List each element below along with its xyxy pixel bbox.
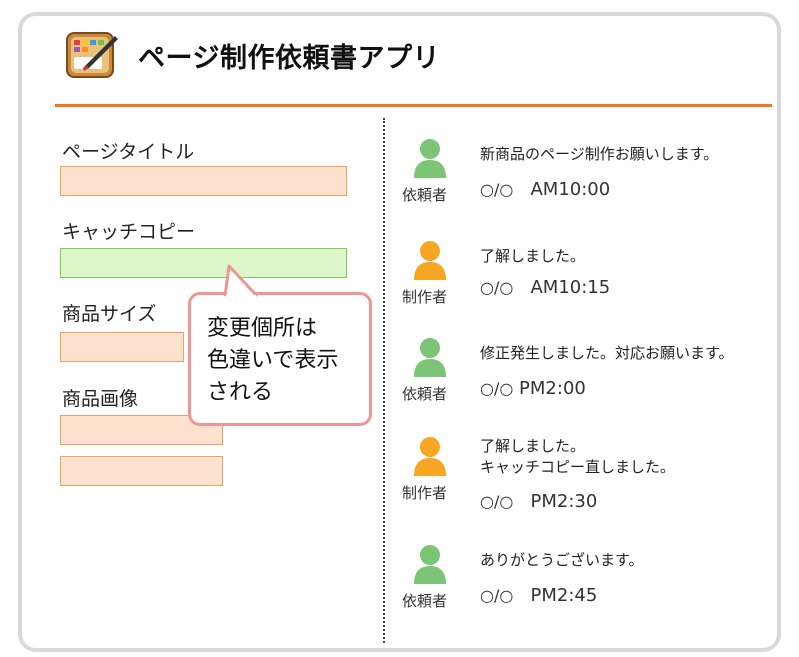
chat-message: 制作者 了解しました。 キャッチコピー直しました。 ○/○ PM2:30 (400, 436, 780, 531)
message-time: AM10:00 (530, 179, 611, 200)
message-timestamp: ○/○ AM10:15 (480, 277, 610, 298)
product-size-input[interactable] (60, 332, 184, 362)
message-role: 依頼者 (402, 592, 448, 610)
message-time: AM10:15 (530, 277, 611, 298)
message-line: 了解しました。 (480, 247, 586, 265)
catch-copy-input[interactable] (60, 248, 347, 278)
message-line: 了解しました。 (480, 437, 586, 455)
message-role: 制作者 (402, 484, 448, 502)
app-title: ページ制作依頼書アプリ (138, 43, 440, 74)
column-divider (383, 118, 385, 643)
creator-avatar-icon (414, 241, 446, 280)
message-date: ○/○ (480, 278, 514, 297)
product-image-input-2[interactable] (60, 456, 223, 486)
message-timestamp: ○/○ AM10:00 (480, 179, 610, 200)
callout-tail (223, 264, 259, 298)
message-date: ○/○ (480, 379, 514, 398)
app-header: ページ制作依頼書アプリ (50, 28, 770, 88)
callout-bubble: 変更個所は 色違いで表示 される (188, 292, 372, 426)
message-text: 了解しました。 キャッチコピー直しました。 (480, 436, 675, 478)
field-label-page-title: ページタイトル (62, 141, 195, 163)
message-date: ○/○ (480, 492, 514, 511)
message-role: 制作者 (402, 288, 448, 306)
message-date: ○/○ (480, 586, 514, 605)
requester-avatar-icon (414, 545, 446, 584)
creator-avatar-icon (414, 437, 446, 476)
message-text: ありがとうございます。 (480, 550, 644, 571)
field-label-product-image: 商品画像 (62, 388, 139, 410)
message-timestamp: ○/○ PM2:00 (480, 378, 586, 399)
message-line: 新商品のページ制作お願いします。 (480, 145, 719, 163)
message-date: ○/○ (480, 180, 514, 199)
requester-avatar-icon (414, 139, 446, 178)
message-time: PM2:45 (530, 585, 598, 606)
header-divider (55, 104, 772, 107)
page-title-input[interactable] (60, 166, 347, 196)
message-role: 依頼者 (402, 186, 448, 204)
chat-message: 依頼者 新商品のページ制作お願いします。 ○/○ AM10:00 (400, 138, 780, 233)
paintbrush-palette-icon (66, 32, 118, 78)
field-label-product-size: 商品サイズ (62, 303, 157, 325)
message-line: 修正発生しました。対応お願います。 (480, 344, 734, 362)
message-timestamp: ○/○ PM2:45 (480, 585, 597, 606)
chat-message: 依頼者 ありがとうございます。 ○/○ PM2:45 (400, 544, 780, 639)
message-role: 依頼者 (402, 385, 448, 403)
message-text: 修正発生しました。対応お願います。 (480, 343, 734, 364)
message-time: PM2:00 (519, 378, 586, 399)
chat-message: 依頼者 修正発生しました。対応お願います。 ○/○ PM2:00 (400, 337, 780, 432)
message-time: PM2:30 (530, 491, 598, 512)
chat-message: 制作者 了解しました。 ○/○ AM10:15 (400, 240, 780, 335)
requester-avatar-icon (414, 338, 446, 377)
field-label-catch-copy: キャッチコピー (62, 221, 196, 243)
callout-line: される (207, 380, 274, 405)
message-line: ありがとうございます。 (480, 551, 644, 569)
message-timestamp: ○/○ PM2:30 (480, 491, 597, 512)
message-text: 新商品のページ制作お願いします。 (480, 144, 718, 165)
message-line: キャッチコピー直しました。 (480, 458, 676, 476)
callout-line: 変更個所は (207, 316, 318, 341)
message-text: 了解しました。 (480, 246, 585, 267)
callout-line: 色違いで表示 (207, 348, 339, 373)
